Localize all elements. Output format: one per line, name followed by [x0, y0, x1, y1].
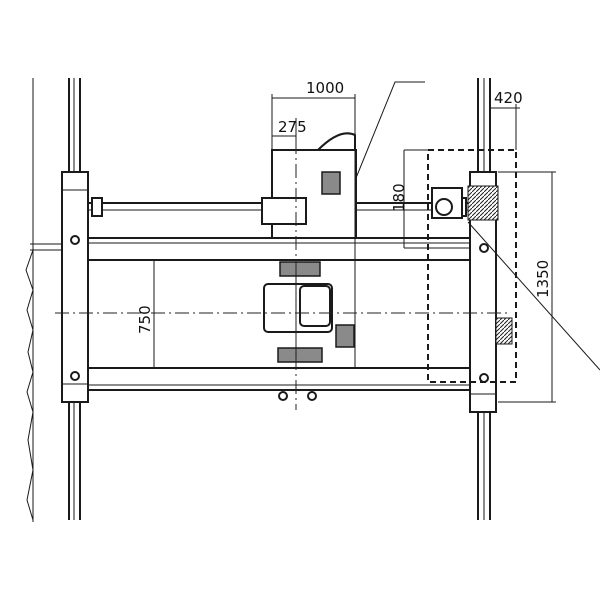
leader-line-lower — [467, 221, 600, 371]
trolley-wheel-1 — [278, 391, 288, 401]
upper-main-girder — [87, 237, 471, 261]
trolley-drum-lower — [277, 347, 323, 363]
wall-break-line — [25, 249, 34, 521]
cabin-panel — [495, 317, 513, 345]
main-girders — [30, 237, 471, 391]
leader-line-upper — [355, 81, 425, 179]
dim-label-1350: 1350 — [534, 260, 552, 298]
operator-cabin-outline — [427, 149, 517, 383]
hoist-motor-end — [299, 285, 331, 327]
carriage-wheels — [70, 235, 489, 383]
lower-main-girder — [87, 367, 471, 391]
dimension-lines — [153, 78, 556, 403]
right-wheel-top — [479, 243, 489, 253]
drive-gearbox — [467, 185, 499, 221]
trolley-junction-box — [335, 324, 355, 348]
runway-structure — [25, 78, 491, 522]
left-wheel-top — [70, 235, 80, 245]
dim-label-420: 420 — [494, 89, 523, 107]
left-end-carriage — [61, 171, 89, 403]
trolley-gearbox — [261, 197, 307, 225]
dim-label-1000: 1000 — [306, 79, 344, 97]
drive-motor-rotor — [435, 198, 453, 216]
long-travel-drive — [355, 81, 600, 383]
dim-label-750: 750 — [136, 305, 154, 334]
right-wheel-bottom — [479, 373, 489, 383]
trolley-control-box — [321, 171, 341, 195]
dim-label-275: 275 — [278, 118, 307, 136]
shaft-coupling-left — [91, 197, 103, 217]
centerlines — [55, 140, 510, 410]
trolley-hook-arc — [317, 132, 356, 151]
trolley-drum-upper — [279, 261, 321, 277]
left-wheel-bottom — [70, 371, 80, 381]
dimension-labels: 1000 275 420 180 1350 750 — [136, 79, 552, 334]
trolley-wheel-2 — [307, 391, 317, 401]
dim-label-180: 180 — [390, 183, 408, 212]
trolley — [261, 132, 357, 401]
